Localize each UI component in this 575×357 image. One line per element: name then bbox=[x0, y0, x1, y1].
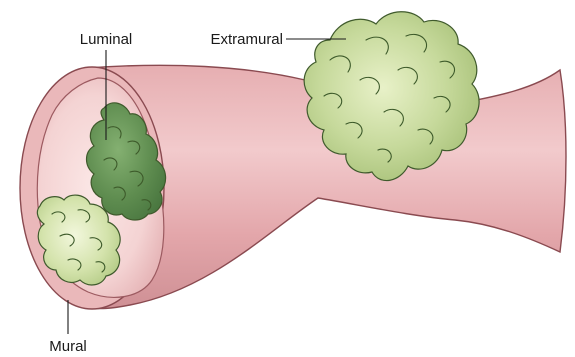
label-luminal-text: Luminal bbox=[80, 31, 133, 48]
label-extramural-text: Extramural bbox=[210, 31, 283, 48]
label-mural-text: Mural bbox=[49, 338, 87, 355]
